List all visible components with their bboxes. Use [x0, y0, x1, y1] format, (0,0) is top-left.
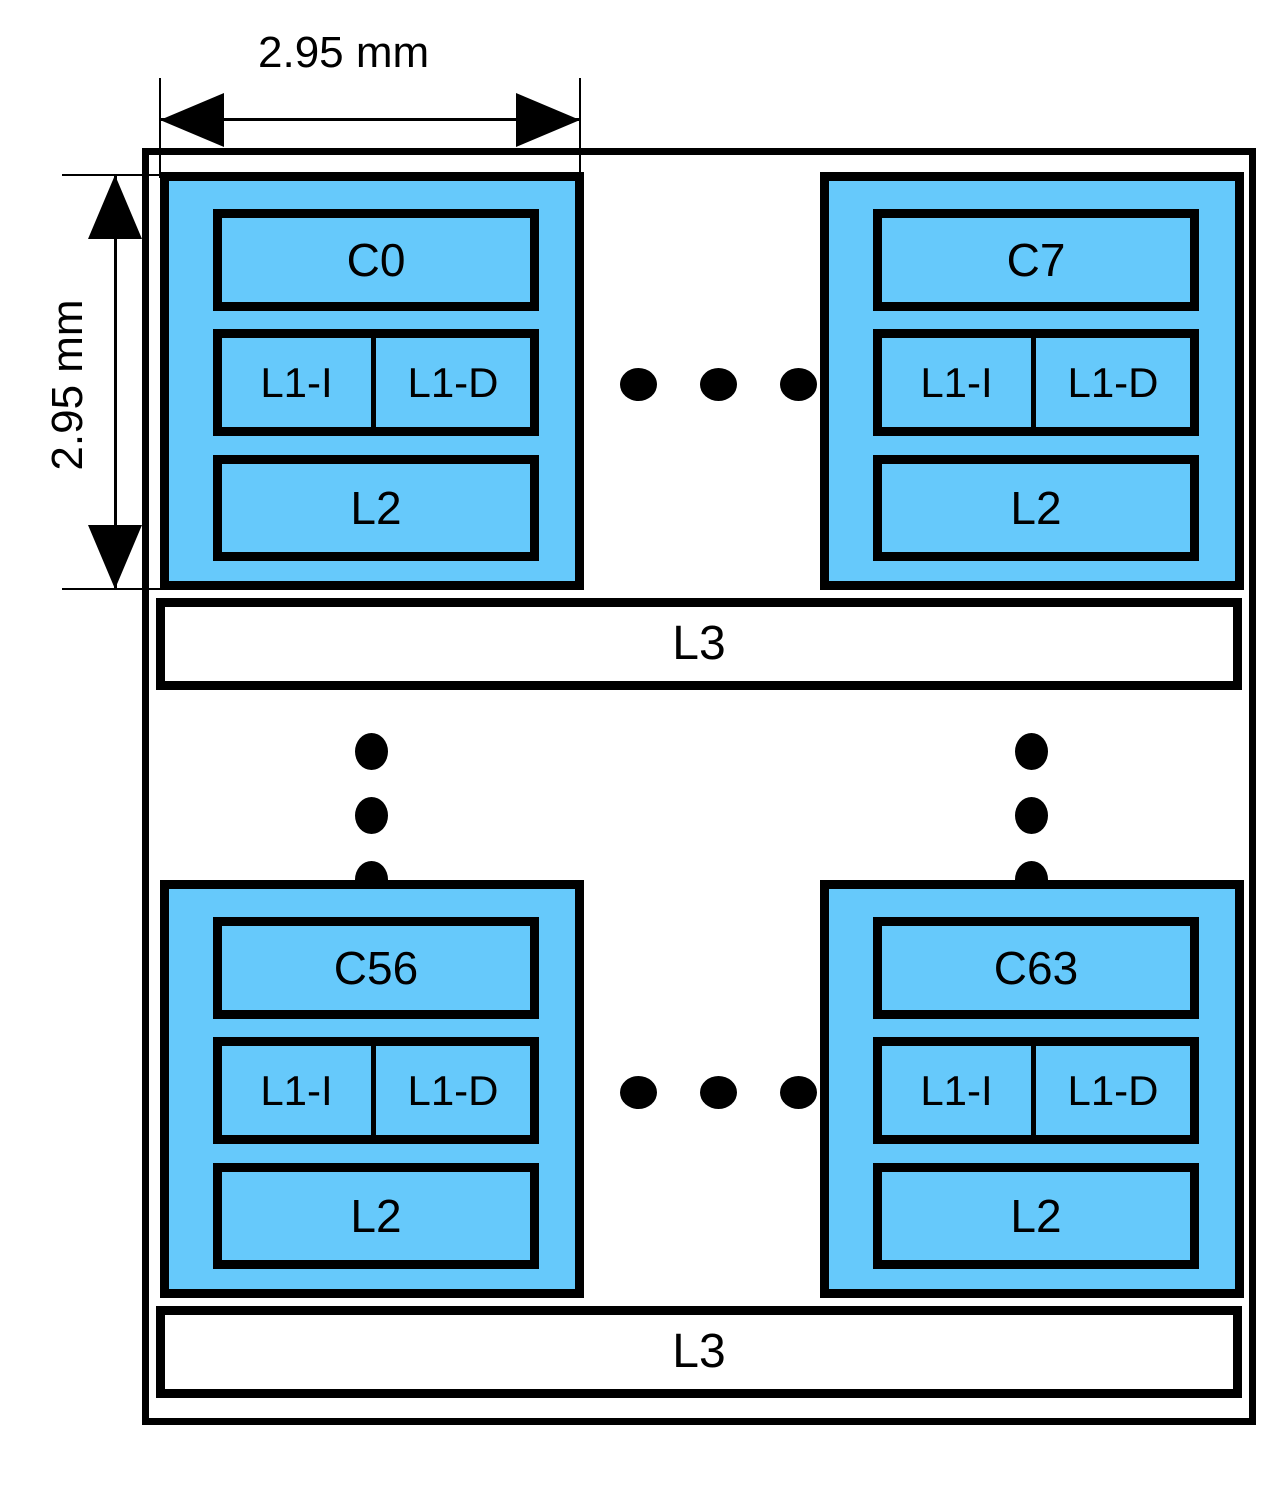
- l1-instruction-cache[interactable]: L1-I: [882, 1046, 1036, 1135]
- core-box-c63[interactable]: C63: [873, 917, 1199, 1019]
- l3-label: L3: [672, 617, 726, 670]
- l1i-label: L1-I: [260, 1066, 333, 1114]
- l1d-label: L1-D: [1067, 358, 1159, 406]
- vertical-dim-rule: [114, 175, 117, 589]
- l1-instruction-cache[interactable]: L1-I: [882, 338, 1036, 427]
- horizontal-dim-rule: [160, 118, 580, 121]
- vertical-dim-extension-line-bottom: [62, 588, 166, 590]
- horizontal-dimension-label: 2.95 mm: [258, 28, 430, 77]
- l1-instruction-cache[interactable]: L1-I: [222, 1046, 376, 1135]
- l2-cache-box[interactable]: L2: [213, 1163, 539, 1269]
- vertical-dim-arrow-down-icon: [88, 525, 142, 589]
- vertical-dimension-label: 2.95 mm: [43, 299, 92, 471]
- ellipsis-dot: [700, 368, 737, 401]
- core-box-c7[interactable]: C7: [873, 209, 1199, 311]
- l1-cache-row: L1-I L1-D: [213, 329, 539, 436]
- l2-cache-box[interactable]: L2: [213, 455, 539, 561]
- core-box-c56[interactable]: C56: [213, 917, 539, 1019]
- vertical-ellipsis-left: [355, 733, 388, 898]
- l1d-label: L1-D: [1067, 1066, 1159, 1114]
- ellipsis-dot: [620, 1076, 657, 1109]
- l1-cache-row: L1-I L1-D: [873, 329, 1199, 436]
- l2-label: L2: [1010, 1190, 1062, 1242]
- chip-outline: [142, 148, 1256, 1425]
- core-tile-c56[interactable]: C56 L1-I L1-D L2: [160, 880, 584, 1298]
- ellipsis-dot: [355, 733, 388, 770]
- ellipsis-dot: [1015, 733, 1048, 770]
- ellipsis-dot: [700, 1076, 737, 1109]
- l3-cache-lower[interactable]: L3: [156, 1306, 1242, 1398]
- l2-cache-box[interactable]: L2: [873, 455, 1199, 561]
- l1-data-cache[interactable]: L1-D: [376, 338, 530, 427]
- l1-cache-row: L1-I L1-D: [213, 1037, 539, 1144]
- l3-label: L3: [672, 1325, 726, 1378]
- l1d-label: L1-D: [407, 358, 499, 406]
- l1i-label: L1-I: [260, 358, 333, 406]
- l1-cache-row: L1-I L1-D: [873, 1037, 1199, 1144]
- horizontal-dim-arrow-left-icon: [160, 93, 224, 147]
- core-label: C0: [346, 234, 406, 286]
- horizontal-ellipsis-bottom: [620, 1076, 817, 1109]
- core-tile-c7[interactable]: C7 L1-I L1-D L2: [820, 172, 1244, 590]
- ellipsis-dot: [620, 368, 657, 401]
- core-tile-c0[interactable]: C0 L1-I L1-D L2: [160, 172, 584, 590]
- l2-label: L2: [1010, 482, 1062, 534]
- vertical-ellipsis-right: [1015, 733, 1048, 898]
- l1i-label: L1-I: [920, 358, 993, 406]
- l1-instruction-cache[interactable]: L1-I: [222, 338, 376, 427]
- vertical-dim-arrow-up-icon: [88, 175, 142, 239]
- l2-cache-box[interactable]: L2: [873, 1163, 1199, 1269]
- horizontal-dim-extension-line-right: [579, 78, 581, 178]
- ellipsis-dot: [780, 1076, 817, 1109]
- core-label: C56: [333, 942, 419, 994]
- core-label: C63: [993, 942, 1079, 994]
- l1i-label: L1-I: [920, 1066, 993, 1114]
- ellipsis-dot: [355, 797, 388, 834]
- ellipsis-dot: [780, 368, 817, 401]
- l1-data-cache[interactable]: L1-D: [1036, 1046, 1190, 1135]
- horizontal-ellipsis-top: [620, 368, 817, 401]
- horizontal-dim-arrow-right-icon: [516, 93, 580, 147]
- ellipsis-dot: [1015, 797, 1048, 834]
- l3-cache-upper[interactable]: L3: [156, 598, 1242, 690]
- l1-data-cache[interactable]: L1-D: [1036, 338, 1190, 427]
- core-box-c0[interactable]: C0: [213, 209, 539, 311]
- l2-label: L2: [350, 482, 402, 534]
- l1-data-cache[interactable]: L1-D: [376, 1046, 530, 1135]
- l2-label: L2: [350, 1190, 402, 1242]
- core-label: C7: [1006, 234, 1066, 286]
- l1d-label: L1-D: [407, 1066, 499, 1114]
- core-tile-c63[interactable]: C63 L1-I L1-D L2: [820, 880, 1244, 1298]
